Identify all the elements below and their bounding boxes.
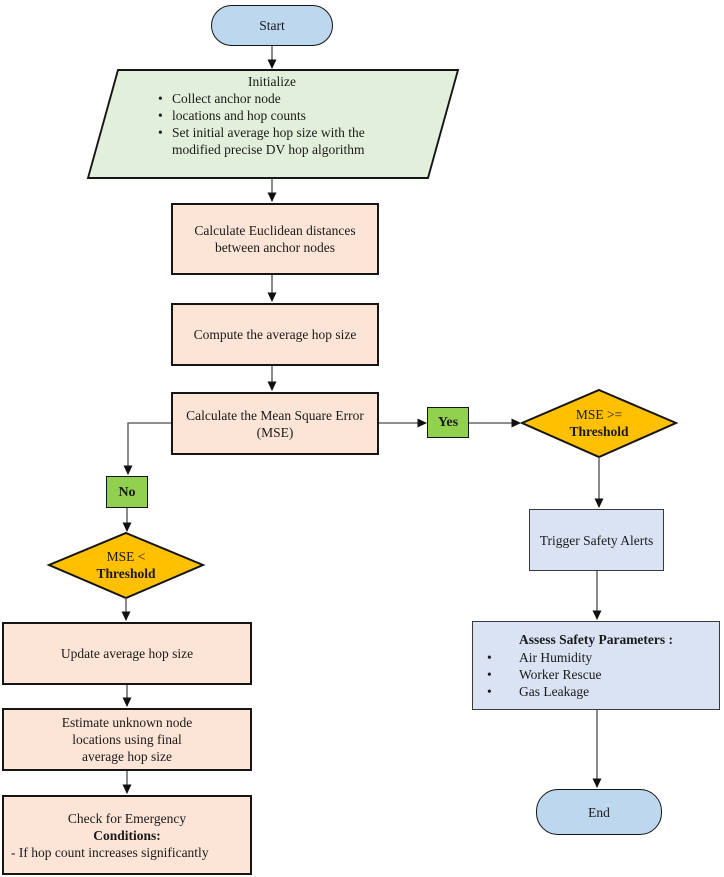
estimate-nodes-node: Estimate unknown node locations using fi…: [2, 708, 252, 771]
check-emergency-node: Check for Emergency Conditions: - If hop…: [2, 795, 252, 875]
initialize-node: Initialize Collect anchor node locations…: [122, 73, 422, 177]
decision-right-node: MSE >= Threshold: [539, 399, 659, 447]
yes-branch-node: Yes: [427, 407, 469, 438]
initialize-title: Initialize: [248, 74, 296, 89]
end-node: End: [536, 789, 662, 835]
decision-right-line2: Threshold: [569, 424, 629, 439]
update-hop-node: Update average hop size: [2, 622, 252, 685]
compute-hop-node: Compute the average hop size: [171, 303, 379, 366]
calc-euclidean-line2: between anchor nodes: [215, 240, 335, 255]
decision-left-line2: Threshold: [96, 566, 156, 581]
assess-bullet: Air Humidity: [485, 649, 711, 666]
assess-safety-node: Assess Safety Parameters : Air Humidity …: [472, 621, 720, 710]
initialize-bullet: Set initial average hop size with the mo…: [156, 124, 388, 158]
calc-euclidean-node: Calculate Euclidean distances between an…: [171, 203, 379, 275]
assess-bullet-list: Air Humidity Worker Rescue Gas Leakage: [485, 649, 711, 700]
decision-left-node: MSE < Threshold: [66, 541, 186, 589]
start-node: Start: [211, 5, 333, 46]
initialize-bullet-list: Collect anchor node locations and hop co…: [156, 90, 388, 158]
estimate-line3: average hop size: [82, 749, 172, 764]
update-hop-label: Update average hop size: [60, 646, 194, 661]
assess-bullet: Gas Leakage: [485, 683, 711, 700]
calc-mse-line2: (MSE): [256, 424, 294, 440]
calc-mse-line1: Calculate the Mean Square Error: [186, 407, 364, 423]
initialize-bullet: Collect anchor node: [156, 90, 388, 107]
check-emergency-line3: - If hop count increases significantly: [11, 844, 209, 860]
estimate-line1: Estimate unknown node: [61, 715, 193, 730]
assess-bullet: Worker Rescue: [485, 666, 711, 683]
check-emergency-line2: Conditions:: [93, 827, 161, 843]
no-label: No: [118, 484, 136, 500]
calc-euclidean-line1: Calculate Euclidean distances: [194, 223, 356, 238]
assess-safety-title: Assess Safety Parameters :: [518, 632, 674, 647]
calc-mse-node: Calculate the Mean Square Error (MSE): [171, 392, 379, 455]
trigger-alerts-node: Trigger Safety Alerts: [529, 509, 664, 571]
decision-left-line1: MSE <: [106, 549, 146, 564]
arrow-mse-no: [123, 422, 171, 475]
no-branch-node: No: [106, 476, 148, 508]
initialize-bullet: locations and hop counts: [156, 107, 388, 124]
trigger-alerts-label: Trigger Safety Alerts: [539, 532, 654, 548]
yes-label: Yes: [437, 415, 459, 430]
start-label: Start: [259, 18, 285, 33]
check-emergency-line1: Check for Emergency: [67, 810, 187, 826]
decision-right-line1: MSE >=: [575, 407, 623, 422]
compute-hop-label: Compute the average hop size: [193, 327, 357, 342]
estimate-line2: locations using final: [72, 732, 182, 747]
end-label: End: [588, 804, 610, 820]
